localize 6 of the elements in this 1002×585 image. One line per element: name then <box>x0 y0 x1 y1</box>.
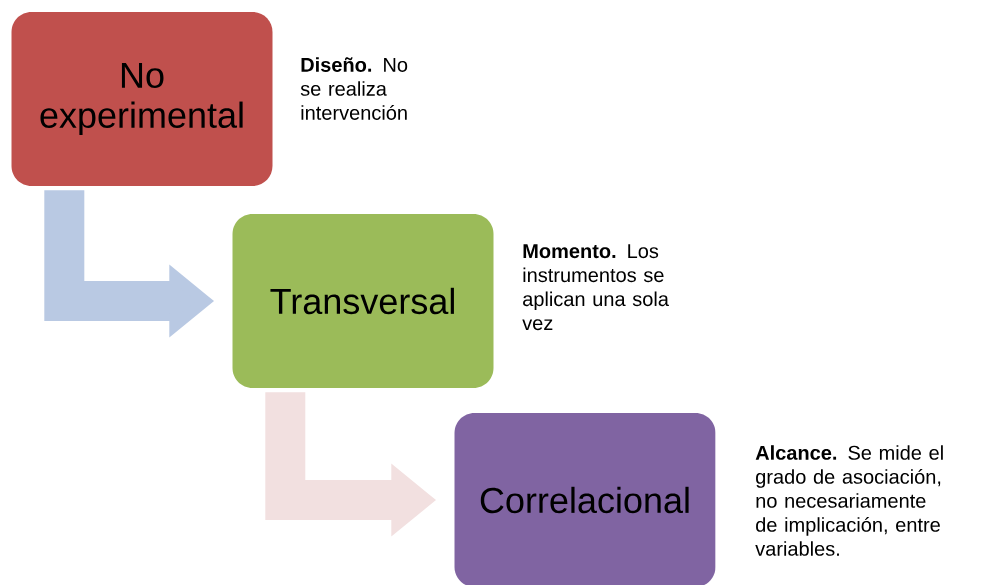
process-box: Correlacional <box>454 413 716 585</box>
process-box: Transversal <box>232 214 494 388</box>
description-text: Alcance. Se mide el grado de asociación, no necesariamente de implicación, entre variables. <box>755 445 943 556</box>
process-box: No experimental <box>11 12 273 186</box>
description-text: Diseño. No se realiza intervención <box>300 57 408 120</box>
description-text: Momento. Los instrumentos se aplican una sola vez <box>522 244 669 331</box>
